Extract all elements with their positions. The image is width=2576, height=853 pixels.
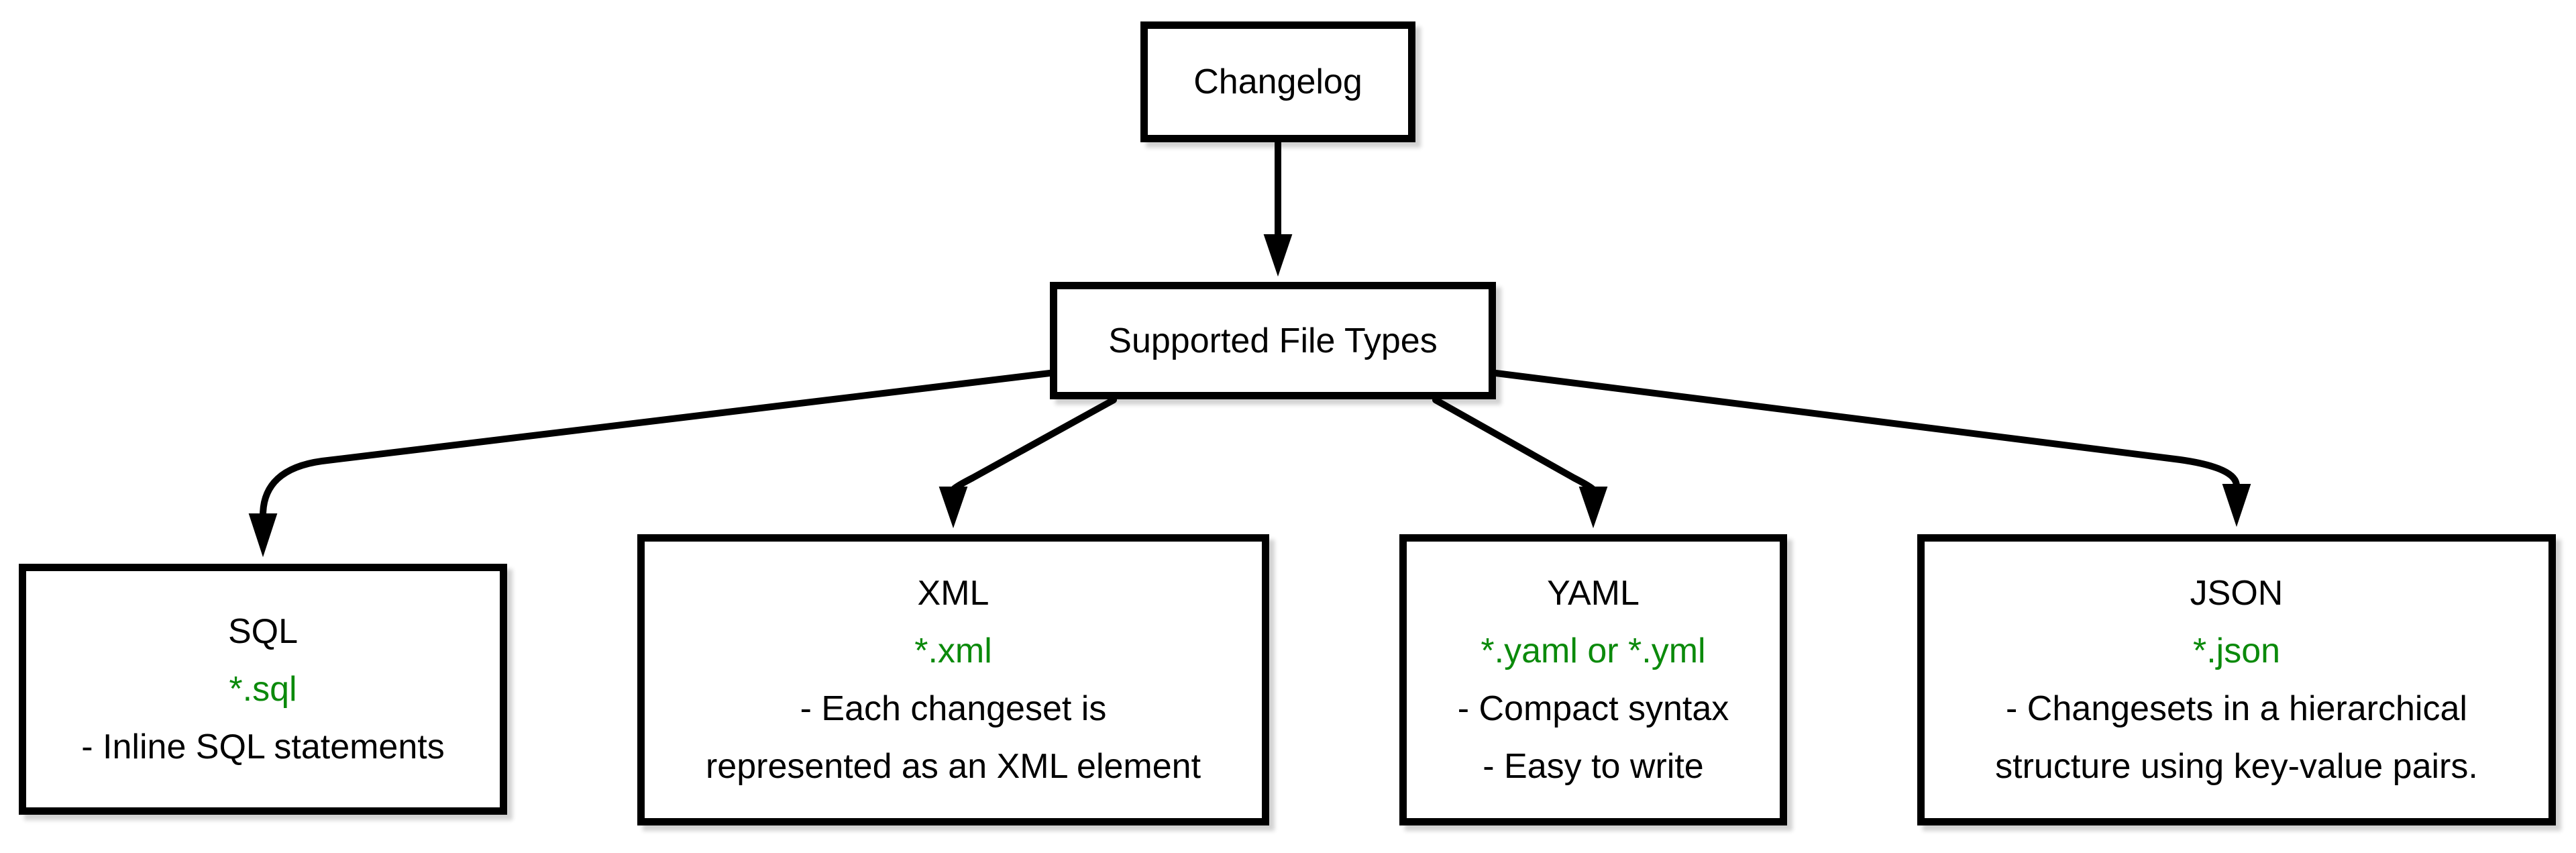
node-json-file-pattern: *.json [2192,632,2281,670]
connector-hub-to-xml [950,397,1117,493]
node-json-detail: structure using key-value pairs. [1995,747,2478,786]
arrowhead-sql [248,513,278,558]
node-xml-file-pattern: *.xml [914,632,992,670]
node-xml-detail: - Each changeset is [800,689,1107,728]
node-yaml-file-pattern: *.yaml or *.yml [1481,632,1706,670]
connector-hub-to-sql [260,370,1053,519]
arrowhead-yaml [1578,487,1608,529]
node-changelog: Changelog [1140,21,1415,142]
node-xml-title: XML [917,574,989,613]
node-json-title: JSON [2190,574,2284,613]
node-json: JSON *.json - Changesets in a hierarchic… [1917,534,2556,825]
arrowhead-xml [938,487,968,529]
node-xml-detail: represented as an XML element [705,747,1201,786]
node-changelog-label: Changelog [1193,62,1362,101]
node-yaml-detail: - Compact syntax [1457,689,1729,728]
arrowhead-hub [1263,234,1293,277]
node-supported-file-types-label: Supported File Types [1108,321,1438,360]
arrowhead-json [2222,484,2251,528]
connector-hub-to-json [1493,370,2240,489]
node-yaml-title: YAML [1547,574,1640,613]
node-supported-file-types: Supported File Types [1050,282,1496,399]
node-sql-title: SQL [227,612,299,651]
node-yaml: YAML *.yaml or *.yml - Compact syntax - … [1399,534,1787,825]
node-sql-detail: - Inline SQL statements [81,727,445,766]
node-json-detail: - Changesets in a hierarchical [2006,689,2467,728]
node-xml: XML *.xml - Each changeset is represente… [637,534,1269,825]
connector-hub-to-yaml [1432,397,1597,493]
node-sql-file-pattern: *.sql [229,670,297,709]
node-sql: SQL *.sql - Inline SQL statements [19,564,507,815]
node-yaml-detail: - Easy to write [1483,747,1704,786]
